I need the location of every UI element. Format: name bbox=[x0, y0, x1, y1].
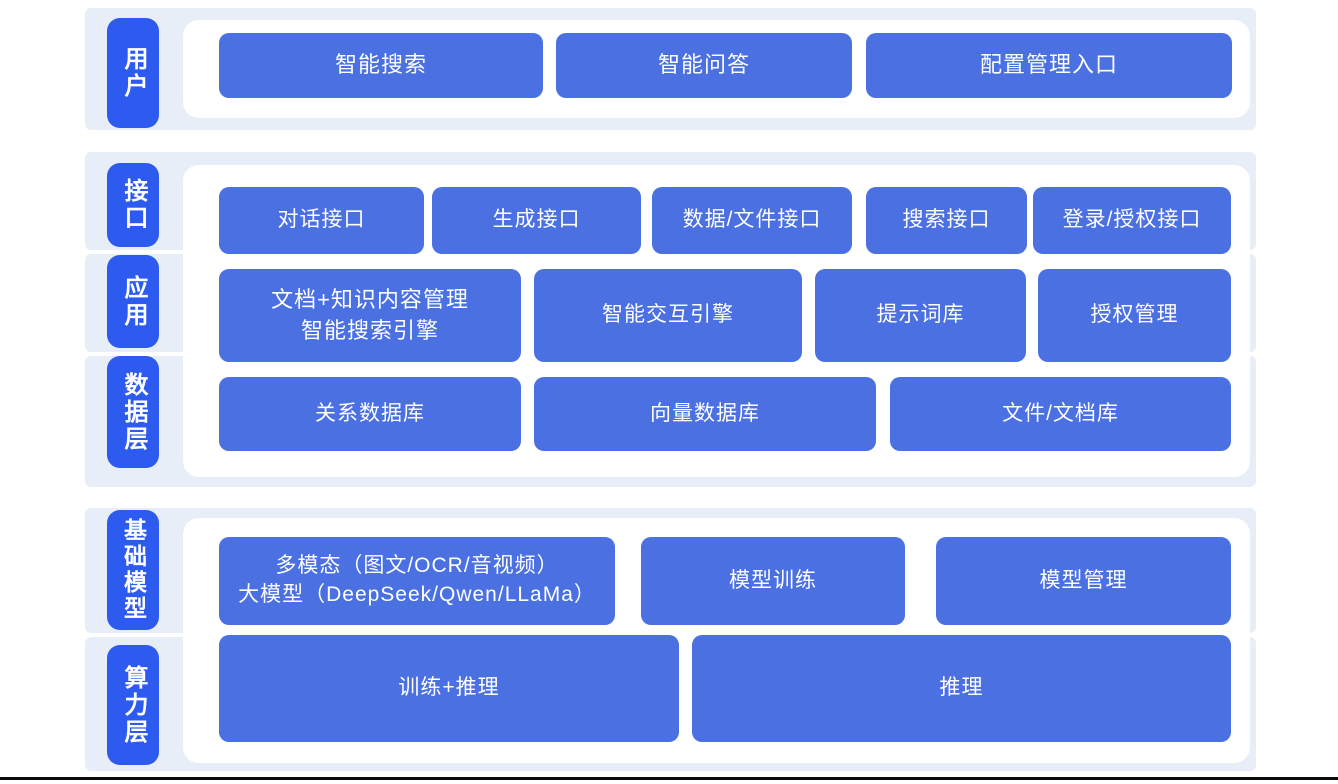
node-dialog-api-label: 对话接口 bbox=[277, 208, 366, 232]
node-authorization-management: 授权管理 bbox=[1038, 269, 1231, 362]
node-generation-api: 生成接口 bbox=[432, 187, 641, 254]
node-multimodal-line2: 大模型（DeepSeek/Qwen/LLaMa） bbox=[238, 583, 596, 606]
layer-label-application-text: 应用 bbox=[120, 274, 147, 329]
layer-label-user: 用户 bbox=[107, 18, 159, 128]
node-smart-interaction-engine-label: 智能交互引擎 bbox=[602, 303, 734, 327]
node-file-document-store-label: 文件/文档库 bbox=[1002, 401, 1119, 425]
node-prompt-library-label: 提示词库 bbox=[876, 303, 965, 327]
node-doc-knowledge-line1: 文档+知识内容管理 bbox=[271, 287, 469, 313]
node-multimodal-large-model: 多模态（图文/OCR/音视频） 大模型（DeepSeek/Qwen/LLaMa） bbox=[219, 537, 615, 625]
node-login-auth-api-label: 登录/授权接口 bbox=[1062, 208, 1202, 232]
node-data-file-api: 数据/文件接口 bbox=[652, 187, 852, 254]
node-login-auth-api: 登录/授权接口 bbox=[1033, 187, 1231, 254]
node-smart-qa: 智能问答 bbox=[556, 33, 852, 98]
bottom-divider-line bbox=[0, 777, 1338, 780]
node-smart-search: 智能搜索 bbox=[219, 33, 543, 98]
node-relational-database: 关系数据库 bbox=[219, 377, 521, 451]
node-multimodal-line1: 多模态（图文/OCR/音视频） bbox=[275, 554, 559, 578]
node-file-document-store: 文件/文档库 bbox=[890, 377, 1231, 451]
node-model-management-label: 模型管理 bbox=[1039, 568, 1128, 592]
node-dialog-api: 对话接口 bbox=[219, 187, 424, 254]
layer-label-compute: 算力层 bbox=[107, 645, 159, 765]
layer-label-interface-text: 接口 bbox=[120, 178, 147, 232]
node-model-training: 模型训练 bbox=[641, 537, 905, 625]
node-inference: 推理 bbox=[692, 635, 1231, 742]
node-search-api-label: 搜索接口 bbox=[902, 208, 991, 232]
layer-label-data-text: 数据层 bbox=[120, 371, 147, 453]
node-model-management: 模型管理 bbox=[936, 537, 1231, 625]
layer-label-interface: 接口 bbox=[107, 163, 159, 247]
node-smart-search-label: 智能搜索 bbox=[334, 52, 427, 78]
node-generation-api-label: 生成接口 bbox=[492, 208, 581, 232]
layer-label-user-text: 用户 bbox=[120, 46, 147, 100]
node-authorization-management-label: 授权管理 bbox=[1090, 303, 1179, 327]
node-doc-knowledge-line2: 智能搜索引擎 bbox=[300, 317, 439, 343]
node-smart-interaction-engine: 智能交互引擎 bbox=[534, 269, 802, 362]
layer-label-compute-text: 算力层 bbox=[120, 664, 147, 746]
node-inference-label: 推理 bbox=[939, 676, 984, 700]
node-doc-knowledge-search-engine: 文档+知识内容管理 智能搜索引擎 bbox=[219, 269, 521, 362]
layer-label-application: 应用 bbox=[107, 255, 159, 348]
node-model-training-label: 模型训练 bbox=[729, 568, 817, 592]
node-training-plus-inference: 训练+推理 bbox=[219, 635, 679, 742]
layer-label-foundation-model-text: 基础模型 bbox=[120, 518, 147, 622]
node-relational-database-label: 关系数据库 bbox=[315, 401, 425, 425]
node-search-api: 搜索接口 bbox=[866, 187, 1027, 254]
node-config-management-entry: 配置管理入口 bbox=[866, 33, 1232, 98]
node-smart-qa-label: 智能问答 bbox=[657, 52, 750, 78]
node-config-management-entry-label: 配置管理入口 bbox=[979, 52, 1118, 78]
node-training-plus-inference-label: 训练+推理 bbox=[398, 676, 500, 700]
node-prompt-library: 提示词库 bbox=[815, 269, 1026, 362]
layer-label-foundation-model: 基础模型 bbox=[107, 510, 159, 630]
node-data-file-api-label: 数据/文件接口 bbox=[682, 208, 822, 232]
node-vector-database: 向量数据库 bbox=[534, 377, 876, 451]
node-vector-database-label: 向量数据库 bbox=[650, 401, 760, 425]
layer-label-data: 数据层 bbox=[107, 356, 159, 468]
